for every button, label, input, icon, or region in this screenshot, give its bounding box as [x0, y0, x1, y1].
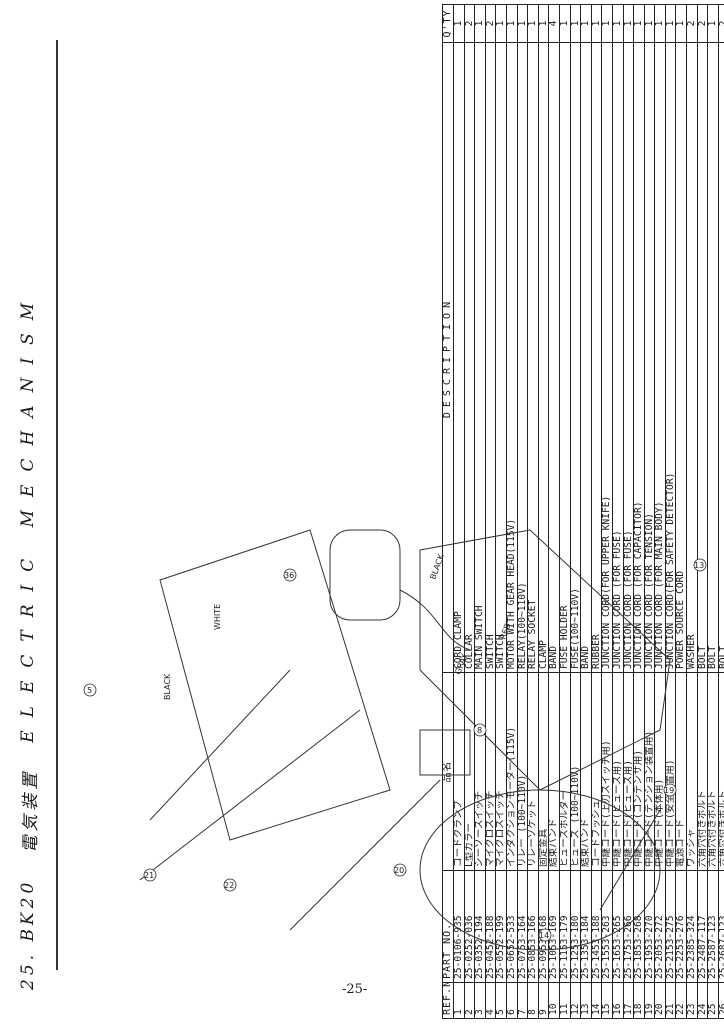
cell-ref: 10 — [548, 982, 560, 1019]
cell-qty: 1 — [570, 4, 581, 43]
callout-14-label: 14 — [539, 931, 549, 940]
cell-ref: 1 — [453, 982, 465, 1019]
section-title-en: ELECTRIC MECHANISM — [18, 289, 38, 743]
cell-qty: 1 — [675, 4, 687, 43]
cell-ref: 15 — [601, 982, 613, 1019]
wire-label-black-top: BLACK — [163, 673, 172, 700]
callout-22-label: 22 — [224, 881, 234, 890]
cell-qty: 2 — [485, 4, 496, 43]
cell-qty: 1 — [644, 4, 655, 43]
cell-qty: 1 — [580, 4, 592, 43]
cell-qty: 1 — [517, 4, 528, 43]
cell-qty: 2 — [464, 4, 475, 43]
callout-21 — [143, 868, 157, 882]
wire-label-gray: GRAY — [453, 653, 469, 676]
cell-ref: 5 — [495, 982, 507, 1019]
motor-wires — [399, 589, 471, 651]
cell-ref: 9 — [538, 982, 549, 1019]
cell-ref: 13 — [580, 982, 592, 1019]
motor-body — [329, 529, 401, 621]
callout-5-label: 5 — [87, 686, 92, 695]
cell-qty: 1 — [612, 4, 623, 43]
cell-ref: 8 — [527, 982, 539, 1019]
callout-13-label: 13 — [694, 561, 704, 570]
callout-20 — [393, 863, 407, 877]
circular-plate — [419, 789, 661, 951]
cell-ref: 23 — [686, 982, 698, 1019]
callout-21-label: 21 — [144, 871, 154, 880]
cell-qty: 2 — [686, 4, 698, 43]
section-title-jp: 電気装置 — [20, 768, 41, 853]
wire-label-white: WHITE — [213, 604, 222, 630]
cell-ref: 25 — [707, 982, 719, 1019]
cell-qty: 2 — [697, 4, 708, 43]
cell-qty: 1 — [623, 4, 634, 43]
header-qty: Q'TY — [442, 4, 454, 43]
callout-5 — [83, 683, 97, 697]
callout-36 — [283, 568, 297, 582]
wire-label-black-motor: BLACK — [428, 552, 446, 580]
cell-ref: 14 — [591, 982, 602, 1019]
header-ref: REF.NO. — [442, 982, 454, 1019]
wire-label-red: RED — [498, 622, 512, 641]
cell-ref: 22 — [675, 982, 687, 1019]
cell-qty: 1 — [506, 4, 518, 43]
relay-socket — [419, 729, 471, 776]
callout-8 — [473, 723, 487, 737]
page-number: -25- — [342, 982, 368, 997]
cell-qty: 1 — [527, 4, 539, 43]
cell-qty: 1 — [633, 4, 645, 43]
cell-qty: 1 — [538, 4, 549, 43]
callout-13 — [693, 558, 707, 572]
power-cord — [149, 669, 291, 821]
cell-ref: 17 — [623, 982, 634, 1019]
cell-ref: 26 — [718, 982, 724, 1019]
cell-ref: 4 — [485, 982, 496, 1019]
callout-8-label: 8 — [477, 726, 482, 735]
cell-ref: 21 — [665, 982, 676, 1019]
cell-qty: 1 — [707, 4, 719, 43]
cell-qty: 2 — [718, 4, 724, 43]
cell-ref: 2 — [464, 982, 475, 1019]
cell-ref: 6 — [506, 982, 518, 1019]
cell-qty: 1 — [474, 4, 486, 43]
section-title: 25. BK20 電気装置 ELECTRIC MECHANISM — [4, 10, 52, 990]
cell-ref: 18 — [633, 982, 645, 1019]
title-underline — [56, 40, 58, 970]
cell-ref: 19 — [644, 982, 655, 1019]
base-plate — [159, 529, 391, 841]
cell-ref: 16 — [612, 982, 623, 1019]
cell-qty: 1 — [495, 4, 507, 43]
cell-ref: 3 — [474, 982, 486, 1019]
cell-ref: 20 — [654, 982, 666, 1019]
section-number: 25. BK20 — [18, 878, 38, 990]
callout-20-label: 20 — [394, 866, 404, 875]
junction-cord-long — [289, 779, 441, 931]
cell-qty: 4 — [548, 4, 560, 43]
cell-qty: 1 — [665, 4, 676, 43]
cell-qty: 1 — [453, 4, 465, 43]
callout-14 — [538, 928, 552, 942]
cell-ref: 7 — [517, 982, 528, 1019]
cell-qty: 1 — [559, 4, 571, 43]
callout-19 — [663, 783, 677, 797]
cell-ref: 11 — [559, 982, 571, 1019]
callout-36-label: 36 — [284, 571, 294, 580]
tension-cord — [599, 809, 661, 911]
cell-qty: 1 — [601, 4, 613, 43]
cell-ref: 24 — [697, 982, 708, 1019]
cell-qty: 1 — [654, 4, 666, 43]
motor-cover — [419, 529, 671, 791]
cell-qty: 1 — [591, 4, 602, 43]
junction-cord — [139, 709, 361, 881]
cell-ref: 12 — [570, 982, 581, 1019]
callout-19-label: 19 — [664, 786, 674, 795]
exploded-diagram: 5 21 22 36 13 14 19 20 8 BLACK WHITE BLA… — [83, 529, 707, 951]
callout-22 — [223, 878, 237, 892]
